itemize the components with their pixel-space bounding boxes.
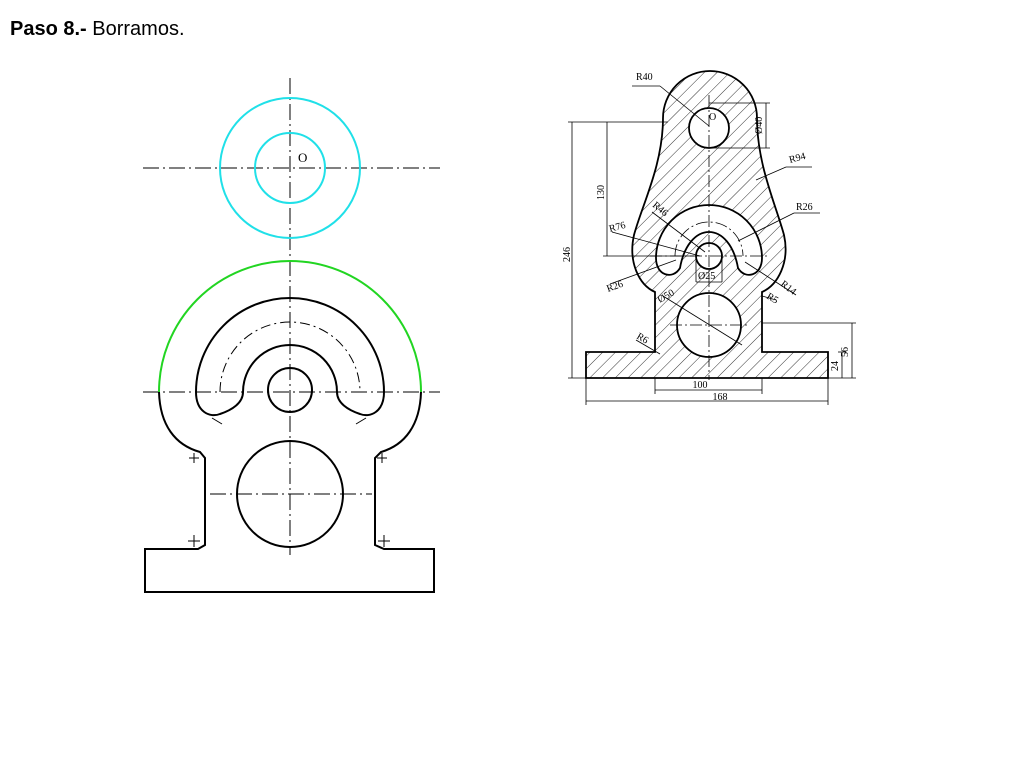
dim-r76: R76 bbox=[608, 220, 627, 235]
inner-arch bbox=[242, 344, 338, 393]
dim-d40: Ø40 bbox=[754, 117, 765, 134]
outer-profile bbox=[144, 391, 435, 593]
left-centerlines bbox=[143, 78, 440, 555]
left-drawing: O bbox=[143, 78, 440, 593]
dim-r26-left: R26 bbox=[605, 279, 624, 295]
inner-cyan-circle bbox=[254, 132, 326, 204]
right-centerlines bbox=[650, 95, 768, 380]
right-drawing: O bbox=[562, 70, 856, 405]
right-center-label: O bbox=[709, 112, 716, 123]
left-center-label: O bbox=[298, 150, 307, 165]
step-label: Paso 8.- bbox=[10, 18, 87, 40]
large-hole bbox=[236, 440, 344, 548]
dim-r26-top: R26 bbox=[796, 202, 813, 213]
step-text: Borramos. bbox=[92, 18, 185, 40]
dim-100: 100 bbox=[693, 380, 708, 391]
dim-r6: R6 bbox=[635, 331, 651, 346]
dim-r40: R40 bbox=[636, 72, 653, 83]
left-outline bbox=[144, 297, 435, 593]
slide-title: Paso 8.- Borramos. bbox=[10, 18, 185, 41]
dim-r5: R5 bbox=[765, 291, 781, 306]
outer-arch bbox=[195, 297, 385, 393]
dimension-labels: R40 Ø40 R94 130 246 R46 R26 R76 Ø25 R26 … bbox=[562, 72, 851, 403]
green-construction-arc bbox=[158, 260, 422, 393]
right-arch-end bbox=[336, 391, 385, 417]
dashed-construction-arc bbox=[219, 321, 361, 393]
dim-168: 168 bbox=[713, 392, 728, 403]
tangent-marks bbox=[188, 417, 390, 547]
dim-56: 56 bbox=[840, 347, 851, 357]
outer-cyan-circle bbox=[219, 97, 361, 239]
dim-24: 24 bbox=[830, 361, 841, 371]
hatched-part-section bbox=[585, 70, 829, 379]
dim-246: 246 bbox=[562, 247, 573, 262]
dimension-lines bbox=[568, 85, 856, 405]
dim-130: 130 bbox=[596, 185, 607, 200]
left-arch-end bbox=[195, 391, 244, 417]
cyan-construction-circles bbox=[219, 97, 361, 239]
small-hole bbox=[267, 367, 313, 413]
dim-r94: R94 bbox=[788, 151, 807, 166]
dim-d25: Ø25 bbox=[698, 271, 715, 282]
